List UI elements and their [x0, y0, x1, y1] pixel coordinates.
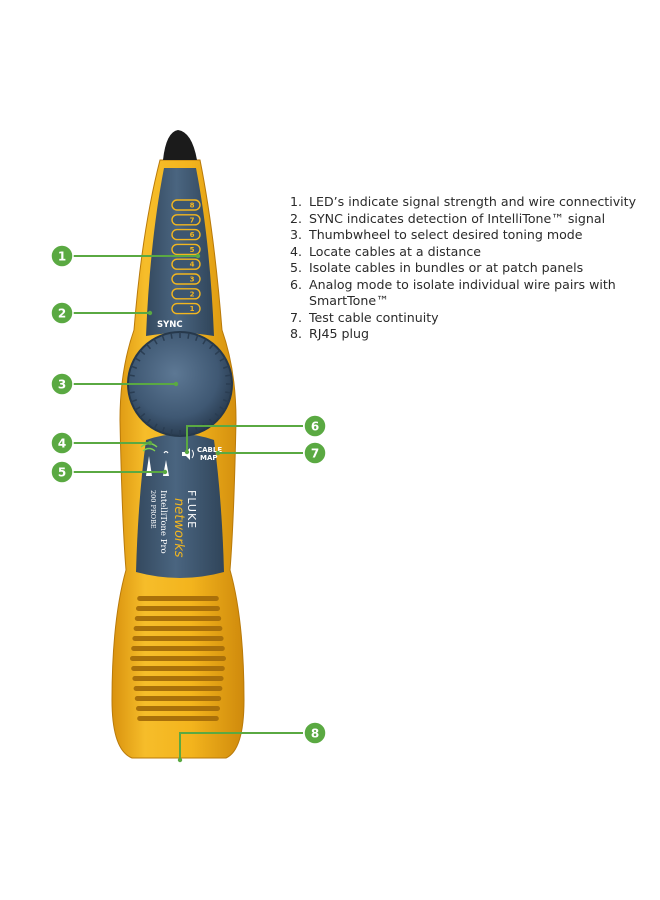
legend-number: 6. [290, 276, 303, 292]
legend-item: 2. SYNC indicates detection of IntelliTon… [290, 211, 650, 228]
led-5: 5 [171, 243, 201, 256]
legend-text: Thumbwheel to select desired toning mode [309, 227, 583, 242]
callout-1: 1 [50, 244, 74, 268]
callout-number: 3 [58, 377, 66, 391]
callout-8: 8 [303, 721, 327, 745]
callout-number: 4 [58, 436, 66, 450]
callout-badges: 1 2 3 4 5 6 7 8 [50, 244, 327, 745]
model-name: IntelliTone Pro [158, 490, 168, 554]
callout-6: 6 [303, 414, 327, 438]
legend-text: Locate cables at a distance [309, 243, 482, 259]
legend-text: Analog mode to isolate individual wire p… [309, 276, 616, 309]
callout-number: 7 [311, 446, 319, 460]
callout-number: 6 [311, 419, 319, 433]
led-4: 4 [171, 258, 201, 270]
speaker-grille [130, 596, 226, 721]
callout-4: 4 [50, 431, 74, 455]
legend-number: 4. [290, 243, 303, 259]
legend-item: 8. RJ45 plug [290, 326, 650, 343]
callout-5: 5 [50, 460, 74, 484]
led-7: 7 [171, 214, 201, 226]
callout-dots [147, 253, 221, 763]
callout-2: 2 [50, 301, 74, 325]
callout-number: 5 [58, 465, 66, 479]
legend-list: 1. LED’s indicate signal strength and wir… [290, 194, 650, 343]
led-number: 8 [190, 202, 195, 210]
callout-lines [73, 255, 303, 760]
callout-3: 3 [50, 372, 74, 396]
led-number: 4 [190, 261, 195, 269]
legend-item: 5. Isolate cables in bundles or at patch … [290, 260, 650, 277]
led-number: 7 [190, 216, 195, 224]
callout-number: 2 [58, 306, 66, 320]
legend-text: Isolate cables in bundles or at patch pa… [309, 260, 584, 275]
legend-number: 8. [290, 326, 303, 341]
led-number: 2 [190, 290, 195, 298]
probe-tip [163, 130, 197, 160]
callout-number: 1 [58, 249, 66, 263]
legend-item: 3. Thumbwheel to select desired toning mo… [290, 227, 650, 244]
brand-sub: networks [171, 498, 186, 558]
cable-label: CABLE [197, 446, 222, 454]
legend-number: 3. [290, 227, 303, 242]
brand-name: FLUKE [185, 490, 198, 529]
led-6: 6 [171, 228, 201, 241]
legend-number: 5. [290, 260, 303, 275]
legend-text: LED’s indicate signal strength and wire … [309, 194, 637, 209]
brand-block: FLUKE networks IntelliTone Pro 200 PROBE [149, 490, 198, 558]
legend-text: RJ45 plug [309, 326, 369, 341]
lower-panel [136, 434, 224, 578]
legend-item: 7. Test cable continuity [290, 310, 650, 327]
led-number: 3 [190, 276, 195, 284]
led-8: 8 [171, 199, 201, 211]
map-label: MAP [200, 454, 218, 462]
legend-number: 2. [290, 210, 303, 226]
callout-7: 7 [303, 441, 327, 465]
led-number: 1 [190, 305, 195, 313]
legend-item: 6. Analog mode to isolate individual wire… [290, 277, 650, 310]
sync-label: SYNC [157, 320, 183, 330]
legend-item: 4. Locate cables at a distance [290, 244, 650, 261]
led-number: 6 [190, 231, 195, 239]
legend-text: Test cable continuity [309, 309, 439, 325]
model-sub: 200 PROBE [149, 490, 157, 529]
legend-number: 7. [290, 309, 303, 325]
led-3: 3 [171, 273, 201, 285]
led-column: 8 7 6 5 4 3 2 1 [171, 199, 201, 315]
thumbwheel[interactable] [127, 331, 233, 437]
legend-text: SYNC indicates detection of IntelliTone™… [309, 210, 606, 226]
led-2: 2 [171, 288, 201, 300]
legend-item: 1. LED’s indicate signal strength and wir… [290, 194, 650, 211]
led-1: 1 [171, 302, 201, 315]
led-number: 5 [190, 246, 195, 254]
legend-number: 1. [290, 194, 303, 209]
callout-number: 8 [311, 726, 319, 740]
